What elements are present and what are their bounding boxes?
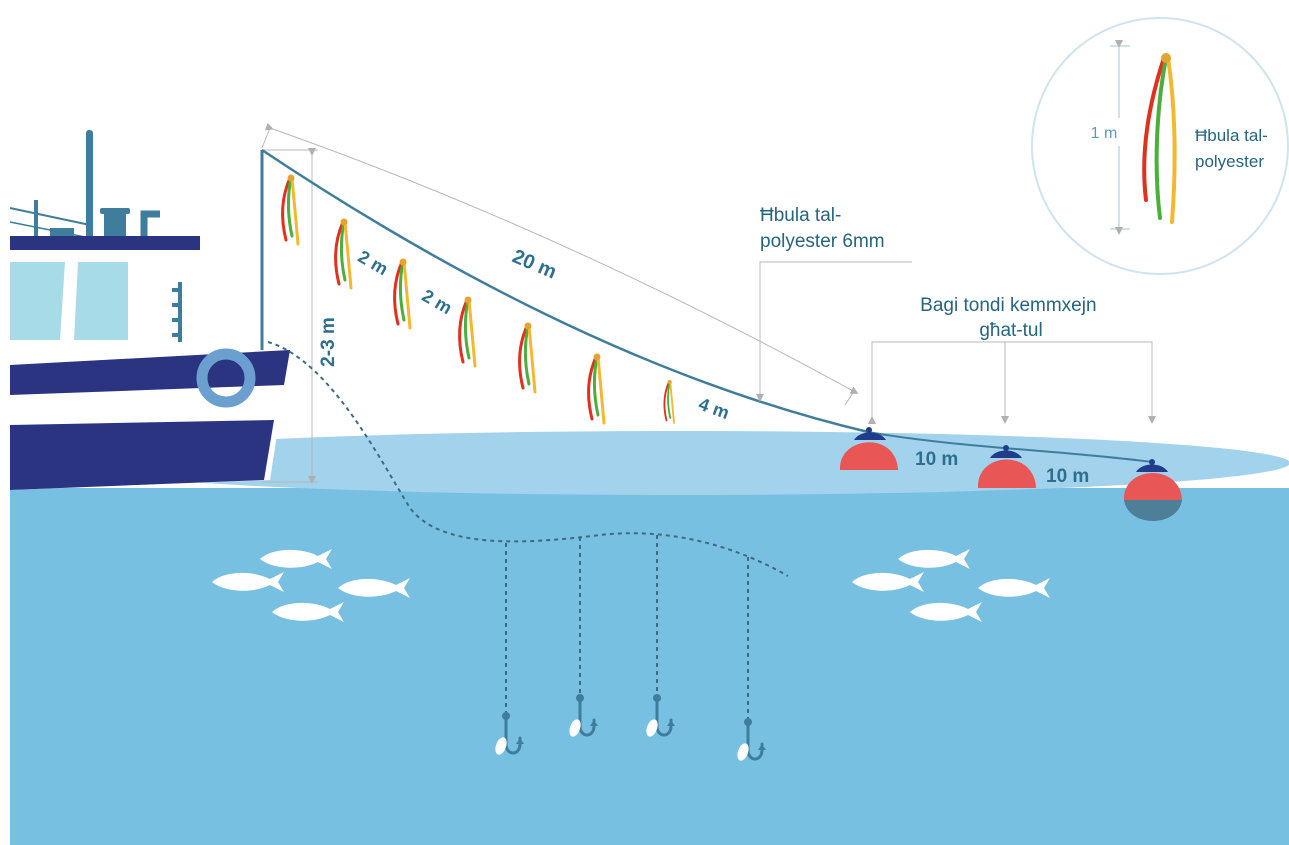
line-length-label: 20 m	[509, 245, 560, 283]
streamer	[283, 175, 298, 245]
streamer	[460, 297, 475, 367]
buoy-gap-label-1: 10 m	[915, 449, 958, 470]
streamer	[589, 354, 604, 424]
streamer-line	[262, 150, 868, 432]
last-gap-label: 4 m	[696, 394, 732, 423]
sea	[10, 488, 1289, 845]
fishing-boat	[10, 130, 290, 490]
streamer-detail-inset: 1 m Ħbula tal- polyester	[1032, 18, 1288, 274]
line-note: Ħbula tal- polyester 6mm	[760, 205, 885, 252]
buoy-gap-label-2: 10 m	[1046, 466, 1089, 487]
streamer	[336, 219, 351, 289]
inset-height-label: 1 m	[1091, 125, 1118, 142]
streamer-short	[664, 380, 674, 423]
streamer-gap-label-2: 2 m	[419, 285, 456, 318]
streamer	[520, 323, 535, 393]
streamer-gap-label-1: 2 m	[355, 246, 392, 279]
buoy-note: Bagi tondi kemmxejn għat-tul	[920, 295, 1102, 341]
pole-height-label: 2-3 m	[318, 317, 339, 367]
streamer	[395, 259, 410, 329]
